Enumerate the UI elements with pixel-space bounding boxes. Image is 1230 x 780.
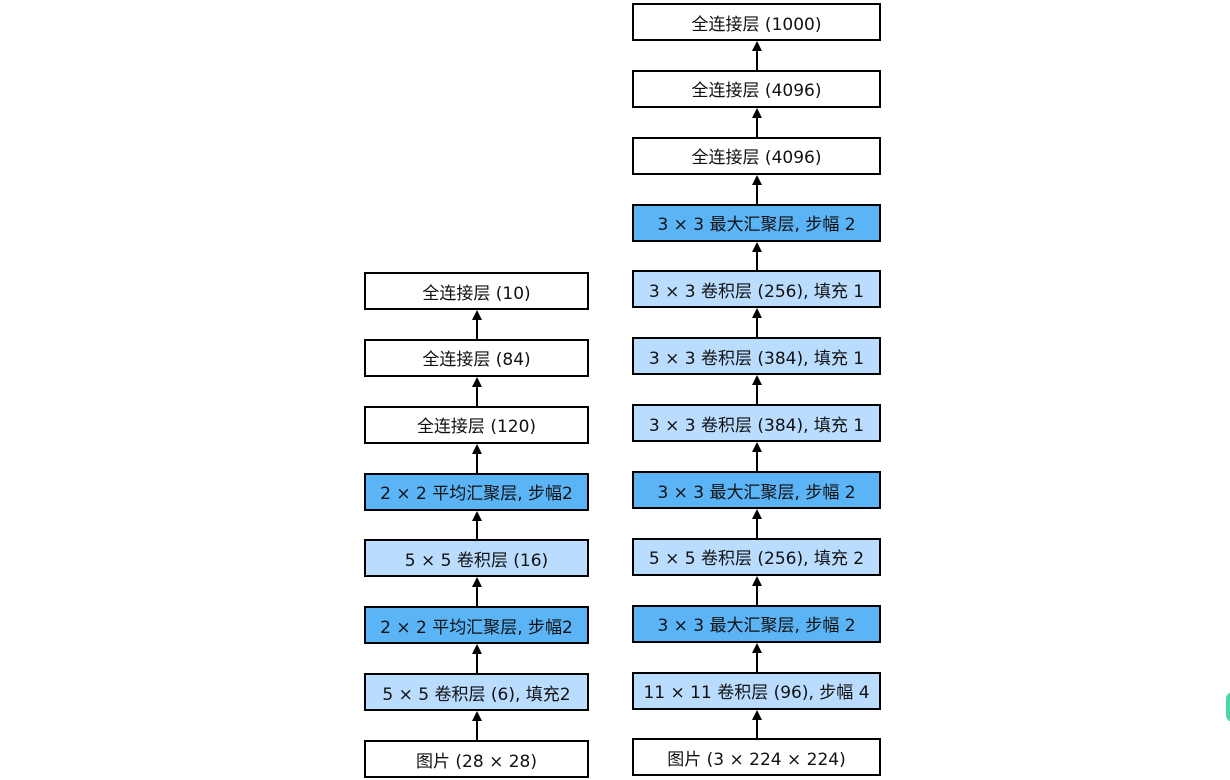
layer-label: 11 × 11 卷积层 (96), 步幅 4: [643, 683, 870, 704]
edge-decoration-icon: [1226, 692, 1230, 722]
layer-label: 3 × 3 最大汇聚层, 步幅 2: [657, 215, 856, 236]
up-arrow-icon: [471, 644, 482, 674]
up-arrow-icon: [471, 376, 482, 406]
alexnet-layer-3-fc: 全连接层 (4096): [632, 136, 881, 175]
alexnet-layer-4-pool: 3 × 3 最大汇聚层, 步幅 2: [632, 203, 881, 242]
up-arrow-icon: [751, 575, 762, 605]
alexnet-layer-6-conv: 3 × 3 卷积层 (384), 填充 1: [632, 337, 881, 376]
lenet-layer-2-fc: 全连接层 (84): [364, 338, 589, 377]
layer-label: 3 × 3 卷积层 (256), 填充 1: [648, 281, 865, 302]
layer-label: 3 × 3 卷积层 (384), 填充 1: [648, 348, 865, 369]
up-arrow-icon: [751, 375, 762, 405]
alexnet-layer-11-conv: 11 × 11 卷积层 (96), 步幅 4: [632, 671, 881, 710]
alexnet-column: 全连接层 (1000) 全连接层 (4096) 全连接层 (4096) 3 × 3 最…: [632, 0, 881, 780]
up-arrow-icon: [751, 709, 762, 739]
layer-label: 全连接层 (10): [422, 283, 531, 304]
up-arrow-icon: [471, 711, 482, 741]
layer-label: 全连接层 (1000): [691, 14, 822, 35]
layer-label: 图片 (28 × 28): [416, 751, 537, 772]
layer-label: 5 × 5 卷积层 (6), 填充2: [382, 684, 571, 705]
up-arrow-icon: [751, 642, 762, 672]
up-arrow-icon: [751, 509, 762, 538]
layer-label: 图片 (3 × 224 × 224): [667, 749, 846, 770]
layer-label: 全连接层 (120): [416, 417, 537, 438]
up-arrow-icon: [471, 310, 482, 339]
lenet-layer-6-pool: 2 × 2 平均汇聚层, 步幅2: [364, 606, 589, 645]
alexnet-layer-1-fc: 全连接层 (1000): [632, 3, 881, 41]
alexnet-layer-7-conv: 3 × 3 卷积层 (384), 填充 1: [632, 404, 881, 443]
lenet-layer-4-pool: 2 × 2 平均汇聚层, 步幅2: [364, 472, 589, 511]
alexnet-layer-12-input: 图片 (3 × 224 × 224): [632, 738, 881, 777]
layer-label: 3 × 3 最大汇聚层, 步幅 2: [657, 482, 856, 503]
layer-label: 5 × 5 卷积层 (16): [404, 550, 549, 571]
up-arrow-icon: [751, 41, 762, 70]
alexnet-layer-8-pool: 3 × 3 最大汇聚层, 步幅 2: [632, 471, 881, 510]
up-arrow-icon: [751, 442, 762, 472]
alexnet-layer-9-conv: 5 × 5 卷积层 (256), 填充 2: [632, 537, 881, 576]
lenet-column: 全连接层 (10) 全连接层 (84) 全连接层 (120) 2 × 2 平均汇聚层,…: [364, 0, 589, 780]
alexnet-layer-10-pool: 3 × 3 最大汇聚层, 步幅 2: [632, 604, 881, 643]
up-arrow-icon: [751, 241, 762, 271]
layer-label: 2 × 2 平均汇聚层, 步幅2: [380, 617, 573, 638]
alexnet-layer-2-fc: 全连接层 (4096): [632, 69, 881, 108]
up-arrow-icon: [471, 577, 482, 607]
up-arrow-icon: [471, 510, 482, 540]
lenet-layer-7-conv: 5 × 5 卷积层 (6), 填充2: [364, 673, 589, 712]
up-arrow-icon: [751, 107, 762, 137]
lenet-layer-1-fc: 全连接层 (10): [364, 272, 589, 310]
layer-label: 3 × 3 最大汇聚层, 步幅 2: [657, 616, 856, 637]
lenet-layer-5-conv: 5 × 5 卷积层 (16): [364, 539, 589, 578]
lenet-layer-8-input: 图片 (28 × 28): [364, 740, 589, 779]
up-arrow-icon: [471, 443, 482, 473]
layer-label: 5 × 5 卷积层 (256), 填充 2: [648, 549, 865, 570]
up-arrow-icon: [751, 174, 762, 204]
layer-label: 2 × 2 平均汇聚层, 步幅2: [380, 484, 573, 505]
layer-label: 全连接层 (84): [422, 350, 531, 371]
layer-label: 3 × 3 卷积层 (384), 填充 1: [648, 415, 865, 436]
alexnet-layer-5-conv: 3 × 3 卷积层 (256), 填充 1: [632, 270, 881, 309]
layer-label: 全连接层 (4096): [691, 148, 822, 169]
layer-label: 全连接层 (4096): [691, 81, 822, 102]
lenet-layer-3-fc: 全连接层 (120): [364, 405, 589, 444]
up-arrow-icon: [751, 308, 762, 338]
